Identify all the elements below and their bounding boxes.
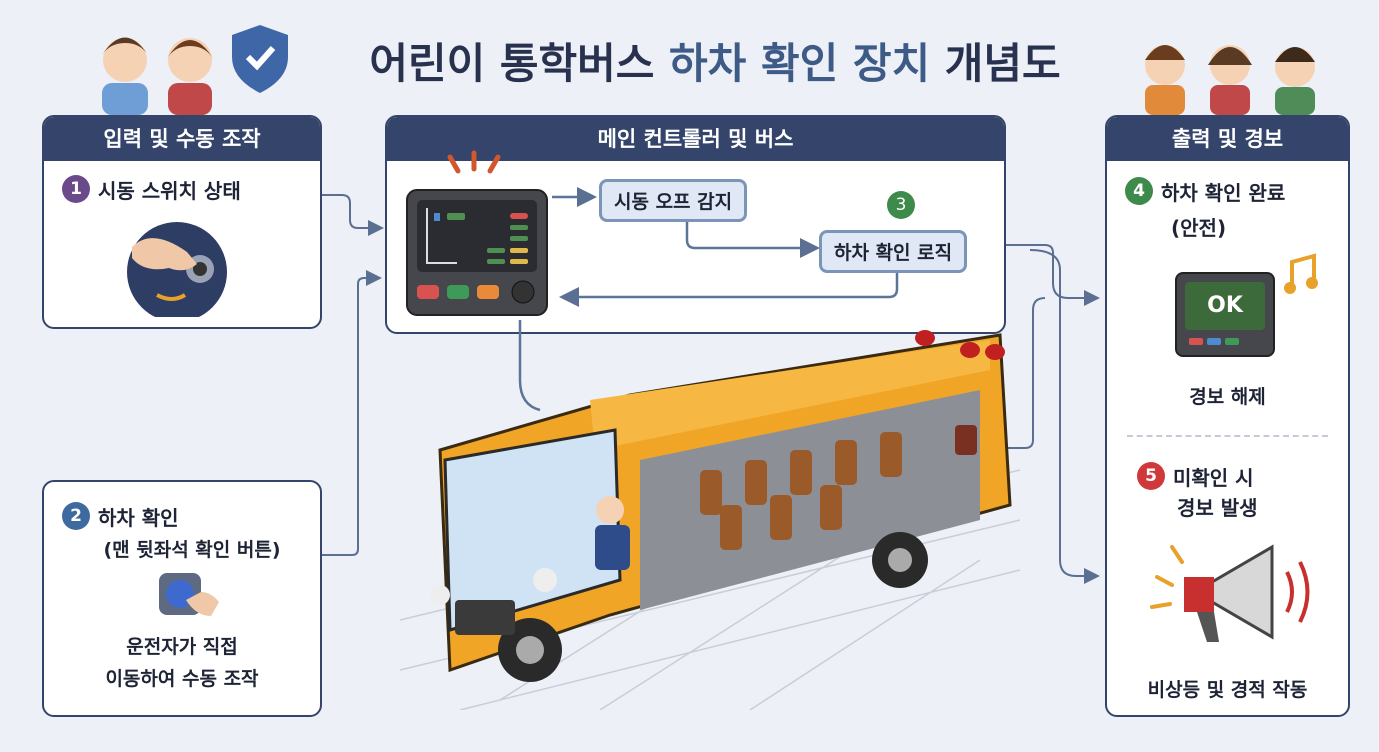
arrow-bus-to-ok xyxy=(1000,297,1046,449)
step-5-label: 미확인 시 xyxy=(1173,466,1254,490)
megaphone-icon xyxy=(1150,544,1310,642)
ok-display-text: OK xyxy=(1185,282,1265,330)
step-4-label: 하차 확인 완료 xyxy=(1161,181,1286,205)
controller-panel: 메인 컨트롤러 및 버스 시동 오프 감지 3 하차 확인 로직 xyxy=(385,115,1006,334)
input-panel-header: 입력 및 수동 조작 xyxy=(44,117,320,161)
engine-off-detect-box: 시동 오프 감지 xyxy=(599,179,748,222)
school-bus-illustration xyxy=(400,320,1020,710)
title-highlight: 하차 확인 장치 xyxy=(669,39,931,88)
step-number-badge: 3 xyxy=(887,191,915,219)
step-1-label: 시동 스위치 상태 xyxy=(98,179,241,203)
step-4: 4 하차 확인 완료 xyxy=(1125,177,1348,206)
manual-note-line2: 이동하여 수동 조작 xyxy=(105,668,259,690)
confirm-logic-box: 하차 확인 로직 xyxy=(819,230,968,273)
step-2: 2 하차 확인 xyxy=(62,502,320,531)
arrow-button-to-controller xyxy=(322,270,382,556)
section-divider xyxy=(1127,435,1328,437)
output-panel: 출력 및 경보 4 하차 확인 완료 (안전) OK 경보 해제 5 미확인 시… xyxy=(1105,115,1350,717)
rear-seat-button-icon xyxy=(159,573,219,616)
emergency-alarm-label: 비상등 및 경적 작동 xyxy=(1147,679,1308,701)
children-illustration-left xyxy=(102,25,288,115)
controller-panel-header: 메인 컨트롤러 및 버스 xyxy=(387,117,1004,161)
title-part1: 어린이 통학버스 xyxy=(369,39,670,88)
step-number-badge: 1 xyxy=(62,175,90,203)
music-note-icon xyxy=(1284,253,1318,294)
manual-note-line1: 운전자가 직접 xyxy=(126,636,238,658)
step-number-badge: 4 xyxy=(1125,177,1153,205)
step-4-sublabel: (안전) xyxy=(1171,216,1227,240)
page-title: 어린이 통학버스 하차 확인 장치 개념도 xyxy=(310,30,1120,91)
ok-display: OK xyxy=(1175,272,1275,357)
input-panel: 입력 및 수동 조작 1 시동 스위치 상태 xyxy=(42,115,322,329)
step-number-badge: 2 xyxy=(62,502,90,530)
controller-flow-arrows xyxy=(552,187,899,307)
arrow-ignition-to-controller xyxy=(322,194,384,236)
step-2-sublabel: (맨 뒷좌석 확인 버튼) xyxy=(103,539,281,561)
step-1: 1 시동 스위치 상태 xyxy=(62,175,320,204)
manual-confirm-panel: 2 하차 확인 (맨 뒷좌석 확인 버튼) 운전자가 직접 이동하여 수동 조작 xyxy=(42,480,322,717)
main-controller-device xyxy=(406,150,548,316)
ignition-key-icon xyxy=(127,222,227,317)
alarm-release-label: 경보 해제 xyxy=(1189,386,1266,408)
children-illustration-right xyxy=(1145,45,1315,115)
step-5: 5 미확인 시 xyxy=(1137,462,1254,491)
step-2-label: 하차 확인 xyxy=(98,506,179,530)
arrow-controller-to-ok xyxy=(1005,244,1100,306)
arrow-controller-to-alarm xyxy=(1029,249,1100,584)
output-panel-header: 출력 및 경보 xyxy=(1107,117,1348,161)
step-5-sublabel: 경보 발생 xyxy=(1177,496,1258,520)
step-number-badge: 5 xyxy=(1137,462,1165,490)
shield-check-icon xyxy=(232,25,288,93)
title-part2: 개념도 xyxy=(930,39,1061,88)
